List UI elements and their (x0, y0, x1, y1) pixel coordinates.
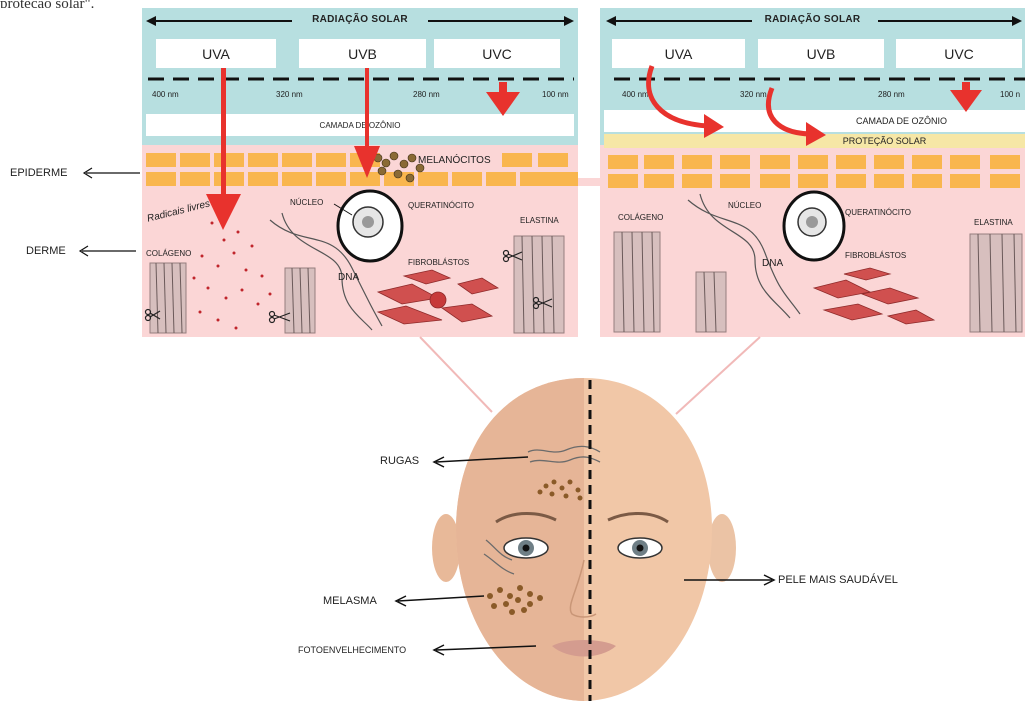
label-wrinkles: RUGAS (380, 455, 419, 467)
label-melasma: MELASMA (323, 595, 377, 607)
label-healthier-skin: PELE MAIS SAUDÁVEL (778, 574, 898, 586)
label-photoaging: FOTOENVELHECIMENTO (298, 645, 406, 655)
